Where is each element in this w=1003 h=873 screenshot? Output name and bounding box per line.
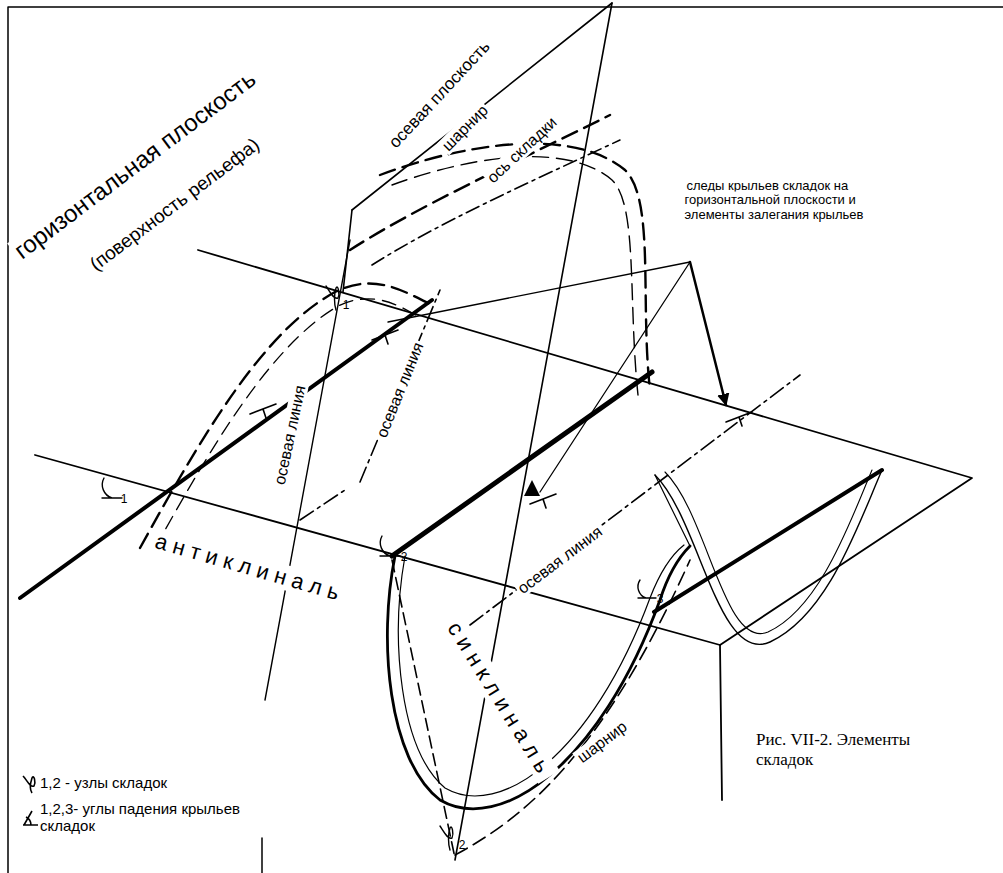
- label-text: осевая плоскость: [384, 36, 496, 154]
- frame-tick: [261, 838, 263, 873]
- axis-label: ось складки: [482, 112, 562, 188]
- axial-trace: [392, 560, 455, 858]
- plane-label: осевая плоскость: [384, 36, 495, 153]
- dip-angle-mark: [380, 536, 400, 556]
- label-text: ось складки: [482, 112, 561, 187]
- fold-name: синклиналь: [441, 616, 559, 784]
- axial-line-label: осевая линия: [270, 382, 309, 488]
- direction-triangle: [524, 480, 540, 496]
- label-text: следы крыльев складок на горизонтальной …: [685, 178, 866, 222]
- leader-arrow: [690, 262, 726, 405]
- label-text: шарнир: [437, 100, 492, 155]
- legend-item: 1,2 - узлы складок: [20, 770, 167, 794]
- strike-dip-symbol: [250, 404, 276, 418]
- axial-line-dashdot: [470, 375, 800, 625]
- callout-note: следы крыльев складок на горизонтальной …: [685, 179, 900, 222]
- angle-number: 3: [655, 593, 666, 606]
- node-number: 1: [341, 299, 352, 312]
- syncline-surface-right: [665, 470, 872, 634]
- strike-dip-symbol: [530, 494, 556, 508]
- label-text: синклиналь: [441, 615, 559, 784]
- figure-caption: Рис. VII-2. Элементы складок: [752, 728, 930, 773]
- fold-name: антиклиналь: [150, 529, 349, 607]
- leader-line: [388, 262, 690, 322]
- strike-dip-symbol: [726, 412, 752, 426]
- section-line: [655, 475, 690, 546]
- label-text: антиклиналь: [150, 528, 350, 607]
- label-text: осевая линия: [372, 338, 427, 442]
- caption-text: Рис. VII-2. Элементы складок: [756, 730, 910, 769]
- node-mark: [326, 286, 339, 310]
- angle-number: 1: [119, 493, 130, 506]
- angle-number: 2: [399, 551, 410, 564]
- node-symbol: [20, 770, 40, 794]
- anticline-dashed: [140, 284, 432, 548]
- axial-line-dashdot: [360, 290, 440, 482]
- strike-dip-symbol: [372, 330, 398, 344]
- drawing-part: [8, 3, 1003, 873]
- dip-angle-mark: [638, 580, 656, 598]
- label-text: 2: [457, 838, 468, 852]
- hinge-label: шарнир: [437, 100, 493, 156]
- plane-label: (поверхность рельефа): [85, 133, 266, 276]
- label-text: осевая линия: [270, 382, 308, 488]
- node-symbol-path: [23, 776, 35, 793]
- frame-line: [8, 7, 1003, 873]
- syncline-surface-right: [655, 470, 882, 644]
- legend-text: 1,2 - узлы складок: [40, 774, 167, 791]
- vertical-edge: [720, 645, 722, 800]
- node-mark: [440, 826, 453, 850]
- label-text: 3: [655, 592, 666, 606]
- angle-symbol: [20, 805, 40, 829]
- label-text: шарнир: [572, 717, 631, 767]
- label-text: (поверхность рельефа): [84, 133, 265, 276]
- label-text: 1: [341, 298, 352, 312]
- wing-trace: [392, 372, 652, 556]
- legend-text: 1,2,3- углы падения крыльев складок: [40, 800, 260, 834]
- label-text: 1: [119, 492, 130, 506]
- leader-line: [540, 262, 690, 492]
- axial-line-dashdot: [300, 490, 345, 520]
- horizontal-plane-edge: [35, 455, 720, 645]
- node-number: 2: [457, 839, 468, 852]
- fold-surface-dashed: [392, 157, 638, 395]
- dip-angle-mark: [102, 478, 122, 498]
- hinge-label: шарнир: [572, 717, 632, 768]
- wing-trace: [654, 470, 882, 612]
- axial-line-label: осевая линия: [372, 338, 428, 442]
- legend-item: 1,2,3- углы падения крыльев складок: [20, 800, 260, 834]
- label-text: осевая линия: [513, 521, 607, 598]
- label-text: 2: [399, 550, 410, 564]
- axial-line-label: осевая линия: [513, 521, 607, 598]
- angle-symbol-path: [23, 811, 38, 825]
